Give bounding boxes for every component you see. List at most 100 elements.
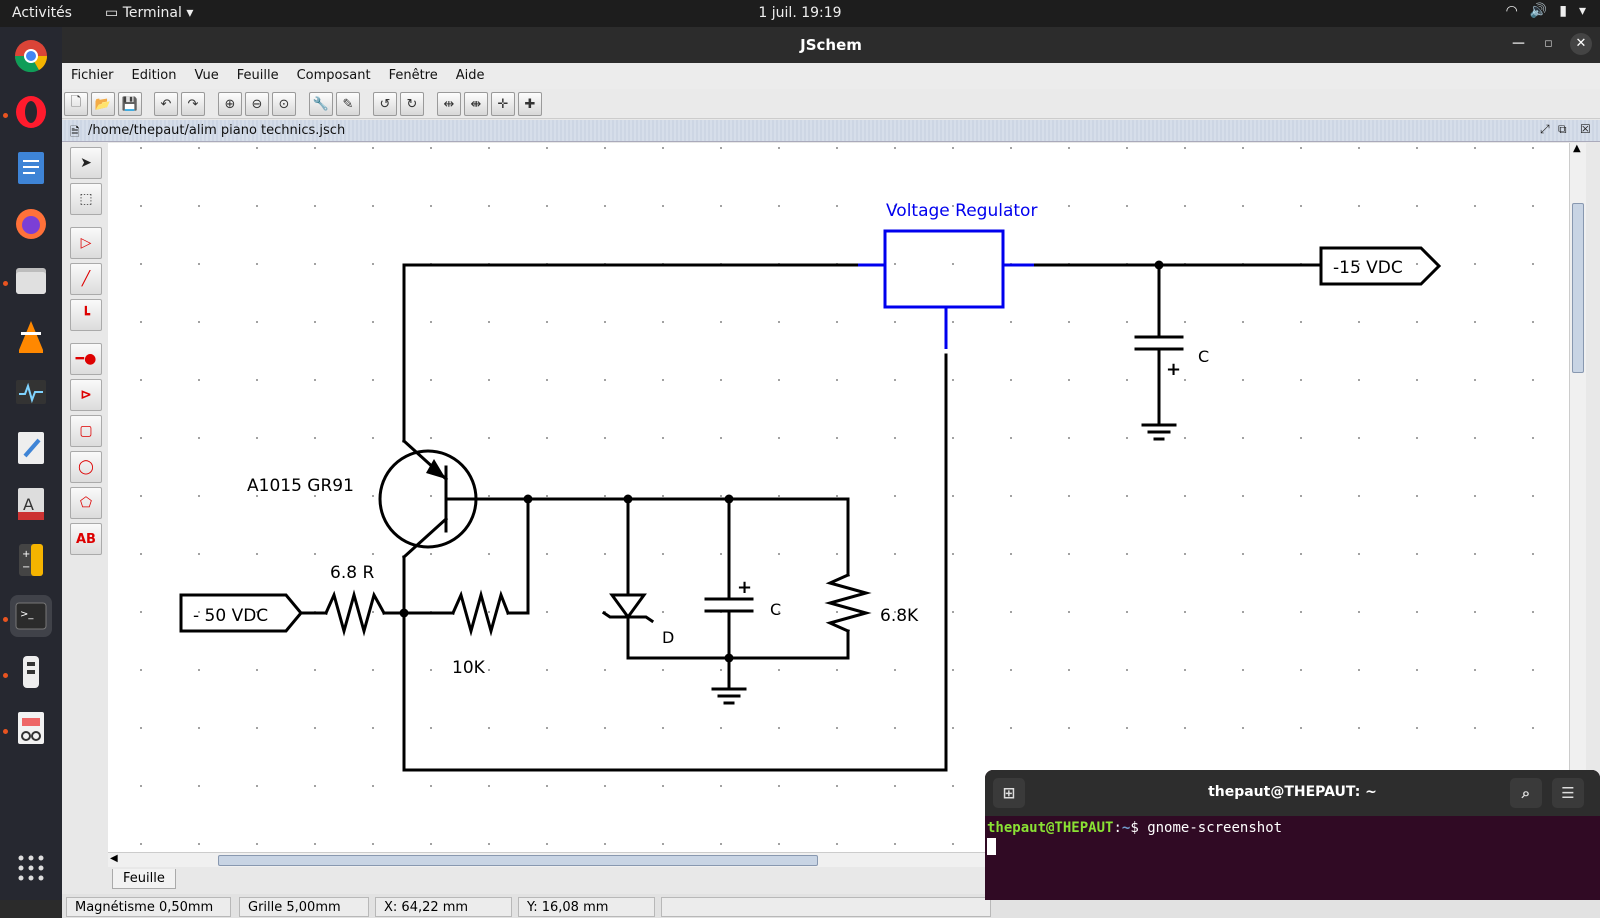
sheet-tab[interactable]: Feuille [112,869,176,889]
zoom-fit-icon[interactable]: ⊙ [272,92,296,116]
mirror-vertical-icon[interactable]: ✛ [491,92,515,116]
menu-feuille[interactable]: Feuille [236,68,279,83]
schematic-canvas[interactable]: Voltage Regulator -15 VDC - 50 VDC A1015… [108,143,1569,852]
prompt-separator: : [1113,820,1122,836]
rectangle-icon[interactable]: ▢ [70,415,102,447]
window-titlebar[interactable]: JSchem — ▫ ✕ [62,27,1600,63]
junction [623,494,633,504]
document-viewer-icon[interactable] [10,147,52,189]
close-icon[interactable]: ✕ [1570,33,1592,55]
scroll-thumb[interactable] [218,855,818,866]
polygon-icon[interactable]: ⬠ [70,487,102,519]
terminal-window[interactable]: ⊞ thepaut@THEPAUT: ~ ⌕ ☰ thepaut@THEPAUT… [985,770,1600,900]
zoom-in-icon[interactable]: ⊕ [218,92,242,116]
scroll-up-icon[interactable]: ▲ [1573,143,1581,154]
clock[interactable]: 1 juil. 19:19 [758,5,842,21]
system-tray[interactable]: ◠ 🔊 ▮ ▾ [1506,3,1586,19]
search-icon[interactable]: ⌕ [1510,778,1542,808]
menu-fichier[interactable]: Fichier [71,68,114,83]
capacitor-2-plus: + [1166,359,1181,380]
properties-icon[interactable]: 🔧 [309,92,333,116]
flip-horizontal-icon[interactable]: ⇼ [464,92,488,116]
terminal-icon[interactable]: >_ [10,595,52,637]
usb-creator-icon[interactable] [10,651,52,693]
input-port-label: - 50 VDC [193,606,268,626]
junction-wire-icon[interactable]: ┗ [70,299,102,331]
menu-composant[interactable]: Composant [296,68,371,83]
rotate-left-icon[interactable]: ↺ [373,92,397,116]
transistor-label: A1015 GR91 [247,476,354,496]
svg-text:A: A [23,495,34,514]
undo-icon[interactable]: ↶ [154,92,178,116]
zener-diode [609,593,647,620]
area-select-icon[interactable]: ⬚ [70,183,102,215]
resistor-6-8k [824,573,872,633]
terminal-output[interactable]: thepaut@THEPAUT:~$ gnome-screenshot [987,820,1282,855]
add-component-icon[interactable]: ▷ [70,227,102,259]
menu-bar: Fichier Edition Vue Feuille Composant Fe… [62,63,1600,89]
resistor-10k-label: 10K [452,658,486,678]
firefox-icon[interactable] [10,203,52,245]
status-empty [661,897,991,917]
close-document-icon[interactable]: ☒ [1580,122,1591,136]
app-menu[interactable]: ▭ Terminal ▾ [105,5,193,21]
text-tool-icon[interactable]: AB [70,523,102,555]
top-bar: Activités ▭ Terminal ▾ 1 juil. 19:19 ◠ 🔊… [0,0,1600,27]
new-file-icon[interactable]: 🗋 [64,92,88,116]
component-toolbar: ➤ ⬚ ▷ ╱ ┗ ━● ⊳ ▢ ◯ ⬠ AB [62,143,108,833]
capacitor-1-plus: + [737,577,752,598]
vlc-icon[interactable] [10,315,52,357]
zoom-out-icon[interactable]: ⊖ [245,92,269,116]
voltage-regulator [883,229,1005,309]
transistor-arrow [426,459,446,479]
scroll-left-icon[interactable]: ◀ [110,853,118,864]
menu-edition[interactable]: Edition [131,68,177,83]
hamburger-menu-icon[interactable]: ☰ [1552,778,1584,808]
menu-vue[interactable]: Vue [194,68,219,83]
system-monitor-icon[interactable] [10,371,52,413]
terminal-title: thepaut@THEPAUT: ~ [1208,784,1377,800]
status-magnetism: Magnétisme 0,50mm [66,897,231,917]
opera-icon[interactable] [10,91,52,133]
resistor-10k [451,589,510,637]
calculator-icon[interactable]: +− [10,539,52,581]
open-file-icon[interactable]: 📂 [91,92,115,116]
chrome-icon[interactable] [10,35,52,77]
menu-aide[interactable]: Aide [455,68,485,83]
flip-vertical-icon[interactable]: ✚ [518,92,542,116]
capacitor-2-label: C [1198,347,1209,366]
mirror-horizontal-icon[interactable]: ⇹ [437,92,461,116]
files-icon[interactable] [10,259,52,301]
scroll-thumb[interactable] [1572,203,1584,373]
edit-icon[interactable]: ✎ [336,92,360,116]
select-arrow-icon[interactable]: ➤ [70,147,102,179]
font-viewer-icon[interactable]: A [10,483,52,525]
vertical-scrollbar[interactable]: ▲ [1569,143,1586,852]
redo-icon[interactable]: ↷ [181,92,205,116]
new-tab-icon[interactable]: ⊞ [993,778,1025,808]
detach-document-icon[interactable]: ⧉ [1558,122,1567,136]
restore-document-icon[interactable]: ⤢ [1540,122,1550,136]
svg-text:−: − [22,562,30,573]
circle-icon[interactable]: ◯ [70,451,102,483]
document-scanner-icon[interactable] [10,707,52,749]
minimize-icon[interactable]: — [1512,36,1525,51]
volume-icon: 🔊 [1529,3,1548,19]
junction [523,494,533,504]
terminal-titlebar[interactable]: ⊞ thepaut@THEPAUT: ~ ⌕ ☰ [985,770,1600,816]
terminal-app-icon: ▭ [105,5,119,21]
pin-icon[interactable]: ━● [70,343,102,375]
maximize-icon[interactable]: ▫ [1544,36,1553,51]
battery-icon: ▮ [1559,3,1567,19]
text-editor-icon[interactable] [10,427,52,469]
rotate-right-icon[interactable]: ↻ [400,92,424,116]
menu-fenetre[interactable]: Fenêtre [388,68,438,83]
regulator-label: Voltage Regulator [886,201,1037,221]
svg-text:>_: >_ [20,609,34,620]
app-grid-icon[interactable] [10,847,52,889]
save-icon[interactable]: 💾 [118,92,142,116]
activities-button[interactable]: Activités [12,5,72,21]
label-port-icon[interactable]: ⊳ [70,379,102,411]
capacitor-1-label: C [770,600,781,619]
wire-icon[interactable]: ╱ [70,263,102,295]
